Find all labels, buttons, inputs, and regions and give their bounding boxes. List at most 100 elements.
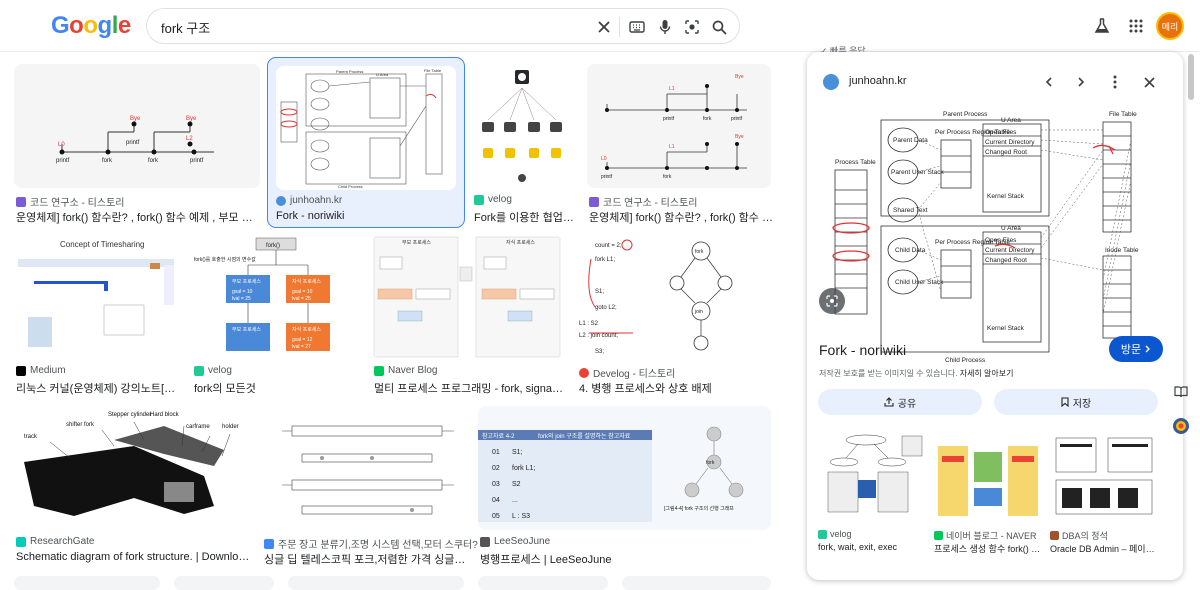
chevron-right-icon[interactable] [1071, 72, 1091, 92]
logo-letter: o [69, 12, 84, 39]
result-title[interactable]: 운영체제] fork() 함수란? , fork() 함수 예제... [589, 212, 773, 224]
visit-button[interactable]: 방문 [1109, 336, 1163, 362]
thumb-label: fork L1; [595, 257, 615, 263]
result-title[interactable]: Fork - noriwiki [276, 210, 345, 222]
thumb-label: 자식 프로세스 [506, 239, 535, 246]
search-icon[interactable] [709, 17, 729, 37]
result-thumbnail[interactable] [622, 576, 771, 590]
related-title[interactable]: 프로세스 생성 함수 fork() 사... [934, 544, 1044, 554]
result-title[interactable]: 리눅스 커널(운영체제) 강의노트[3]. 2... [16, 383, 180, 395]
book-icon[interactable] [1170, 381, 1192, 403]
site-favicon-icon [818, 529, 827, 539]
clear-icon[interactable] [594, 17, 614, 37]
close-icon[interactable] [1139, 72, 1159, 92]
thumb-label: Stepper cylinder [108, 412, 151, 418]
result-thumbnail[interactable] [174, 576, 274, 590]
result-source: LeeSeoJune [480, 536, 550, 547]
related-source: velog [818, 529, 852, 539]
diagram-label: Inode Table [1105, 247, 1139, 254]
header: Google fork 구조 메리 [0, 0, 1200, 52]
scrollbar-thumb[interactable] [1188, 54, 1194, 100]
related-title[interactable]: fork, wait, exit, exec [818, 542, 898, 552]
result-thumbnail[interactable] [472, 64, 573, 188]
related-image[interactable] [934, 432, 1042, 520]
keyboard-icon[interactable] [627, 17, 647, 37]
camera-lens-icon[interactable] [682, 17, 702, 37]
diagram-label: U Area [1001, 225, 1021, 232]
related-image[interactable] [1050, 432, 1158, 520]
preview-title[interactable]: Fork - noriwiki [819, 342, 907, 358]
lens-search-icon[interactable] [819, 288, 845, 314]
more-vert-icon[interactable] [1105, 72, 1125, 92]
microphone-icon[interactable] [655, 17, 675, 37]
thumb-label: join [694, 309, 703, 315]
result-source: 주문 장고 분류기,조명 시스템 선택,모터 스쿠터? [264, 536, 478, 551]
image-result[interactable]: 주문 장고 분류기,조명 시스템 선택,모터 스쿠터? 싱글 딥 텔레스코픽 포… [262, 406, 478, 576]
diagram-label: Current Directory [985, 247, 1035, 254]
result-thumbnail[interactable] [288, 576, 464, 590]
thumb-label: lval = 25 [232, 296, 251, 302]
diagram-label: File Table [1109, 111, 1137, 118]
result-thumbnail[interactable] [478, 576, 608, 590]
result-thumbnail[interactable]: Concept of Timesharing [14, 235, 178, 359]
avatar[interactable]: 메리 [1156, 12, 1184, 40]
logo-letter: g [97, 12, 113, 39]
thumb-label: fork [706, 460, 715, 466]
result-title[interactable]: Fork를 이용한 협업 ... [474, 212, 575, 224]
thumb-label: gval = 10 [292, 289, 313, 295]
search-input[interactable]: fork 구조 [161, 21, 211, 36]
apps-grid-icon[interactable] [1124, 14, 1148, 38]
preview-source[interactable]: junhoahn.kr [849, 75, 907, 87]
result-title[interactable]: Schematic diagram of fork structure. | D… [16, 551, 250, 563]
visit-button-label: 방문 [1120, 344, 1142, 356]
labs-flask-icon[interactable] [1090, 14, 1114, 38]
chevron-left-icon[interactable] [1039, 72, 1059, 92]
thumb-label: lval = 27 [292, 344, 311, 350]
result-thumbnail[interactable] [14, 576, 160, 590]
related-image[interactable] [818, 432, 926, 520]
save-button[interactable]: 저장 [994, 389, 1158, 415]
search-box[interactable]: fork 구조 [146, 8, 740, 44]
share-button[interactable]: 공유 [818, 389, 982, 415]
thumb-label: fork L1; [512, 465, 535, 472]
related-title[interactable]: Oracle DB Admin – 페이지 ... [1050, 544, 1160, 554]
image-result[interactable]: Concept of Timesharing Medium 리눅스 커널(운영체… [14, 235, 180, 395]
thumb-label: S1; [595, 289, 604, 295]
result-title[interactable]: 멀티 프로세스 프로그래밍 - fork, signal : 네... [374, 383, 564, 395]
diagram-label: Open Files [985, 237, 1017, 244]
site-favicon-icon [276, 195, 286, 206]
related-source: 네이버 블로그 - NAVER [934, 529, 1037, 542]
learn-more-link[interactable]: 자세히 알아보기 [959, 369, 1014, 378]
image-result[interactable]: velog Fork를 이용한 협업 ... [472, 64, 575, 240]
preview-image[interactable]: Parent Process Child Process U Area U Ar… [817, 100, 1173, 376]
extension-icon[interactable] [1170, 415, 1192, 437]
result-title[interactable]: fork의 모든것 [194, 383, 256, 395]
thumb-label: 자식 프로세스 [292, 326, 321, 333]
thumb-label: gval = 10 [232, 289, 253, 295]
scrollbar[interactable] [1187, 52, 1195, 552]
result-thumbnail[interactable] [262, 406, 464, 530]
result-title[interactable]: 4. 병행 프로세스와 상호 배제 [579, 383, 712, 395]
result-title[interactable]: 운영체제] fork() 함수란? , fork() 함수 예제 , 부모 자식… [16, 212, 262, 224]
result-title[interactable]: 싱글 딥 텔레스코픽 포크,저렴한 가격 싱글 딥 텔... [264, 554, 466, 566]
thumb-label: printf [126, 140, 140, 146]
quick-answer-label: ✓ 빠른 응답 [820, 46, 866, 56]
result-title[interactable]: 병행프로세스 | LeeSeoJune [480, 554, 612, 566]
google-logo[interactable]: Google [51, 12, 131, 40]
